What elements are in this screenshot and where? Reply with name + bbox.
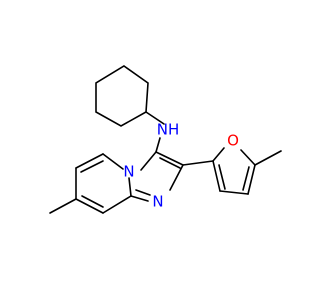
- molecule-structure-diagram: NH N N O: [49, 65, 282, 214]
- bond-c3-c2: [155, 151, 184, 166]
- bond-c3-n4: [140, 151, 157, 171]
- bond-c2-furan: [182, 160, 214, 166]
- bridgehead-n-label: N: [123, 163, 134, 181]
- bond-c8-c8a: [102, 195, 132, 214]
- bond-furan-c3-c4: [219, 190, 249, 195]
- bond-c3-c2-double: [159, 157, 181, 169]
- imine-n-label: N: [152, 193, 163, 211]
- bond-furan-o-c2: [212, 147, 225, 162]
- bond-methyl-pyridine: [49, 198, 77, 214]
- furan-o-label: O: [227, 132, 239, 150]
- bond-furan-c4-c5: [247, 164, 256, 195]
- bond-furan-c2-c3-double: [218, 164, 226, 190]
- amine-nh-label: NH: [157, 121, 180, 139]
- bond-methyl-furan: [254, 150, 282, 166]
- bond-n1-c8a-double: [135, 189, 151, 196]
- bond-n1-c8a: [130, 195, 149, 202]
- bond-furan-c2-c3: [212, 160, 221, 192]
- bond-lines: [49, 65, 282, 214]
- bond-furan-c5-o: [240, 149, 256, 166]
- bond-c2-n1: [169, 164, 184, 191]
- bond-nh-c3: [155, 137, 161, 153]
- bond-n4-c8a: [128, 177, 132, 197]
- cyclohexane-ring: [95, 65, 149, 127]
- bond-c5-c6-double: [80, 160, 104, 173]
- bond-c5-c6: [75, 153, 104, 169]
- bond-n4-c5: [102, 153, 124, 170]
- bond-c7-c8-double: [81, 195, 104, 208]
- bond-ring-nh: [145, 111, 165, 125]
- bond-c7-c8: [75, 198, 104, 214]
- bond-furan-c4-c5-double: [242, 166, 250, 191]
